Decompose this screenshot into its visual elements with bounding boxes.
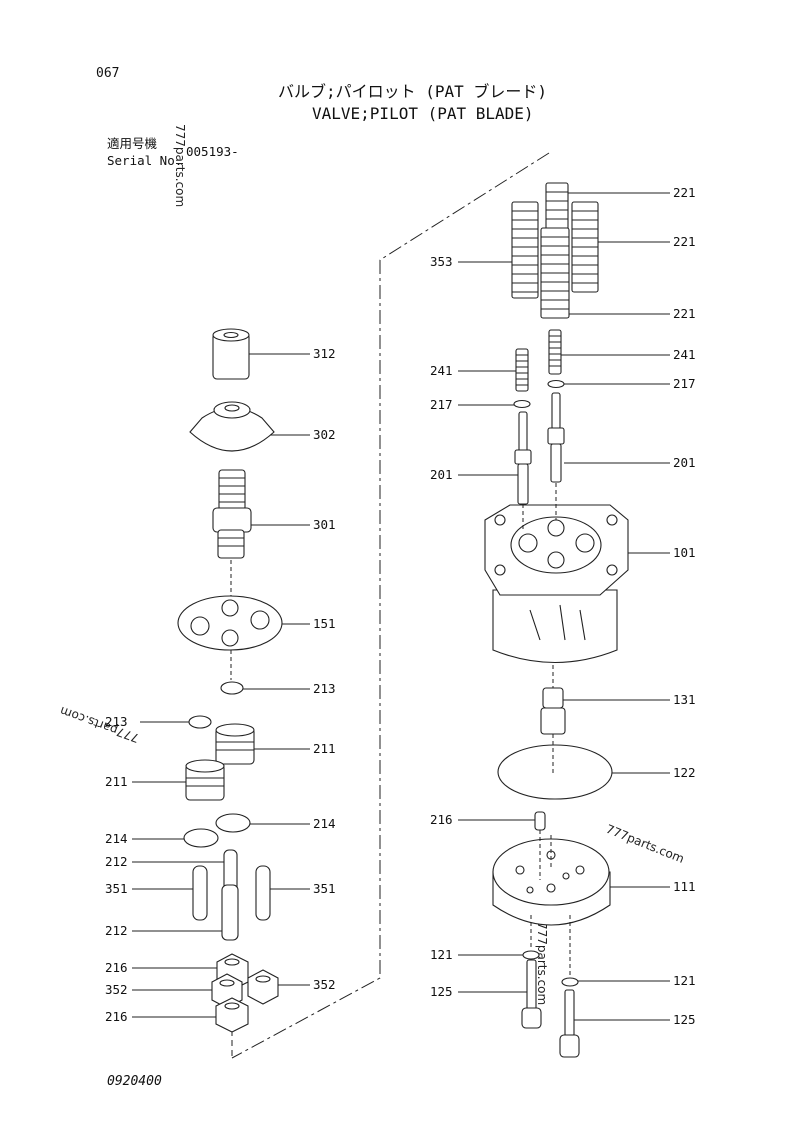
joint-301	[212, 469, 252, 559]
callout-216: 216	[105, 960, 128, 975]
callout-302: 302	[313, 427, 336, 442]
callout-213: 213	[105, 714, 128, 729]
watermark: 777parts.com	[58, 704, 141, 746]
assembly-boundary-line	[231, 152, 550, 1059]
applicable-label-jp: 適用号機	[107, 136, 158, 151]
callout-212: 212	[105, 923, 128, 938]
callout-216: 216	[430, 812, 453, 827]
callout-217: 217	[673, 376, 696, 391]
plug-211-upper	[215, 723, 255, 765]
pin-216-right	[534, 811, 546, 831]
callout-352: 352	[105, 982, 128, 997]
callout-352: 352	[313, 977, 336, 992]
plate-151	[177, 595, 283, 651]
washer-217-left	[513, 399, 531, 409]
watermark: 777parts.com	[535, 922, 549, 1005]
spring-241-right	[548, 329, 562, 375]
callout-211: 211	[105, 774, 128, 789]
bolt-125-left	[521, 959, 542, 1029]
page-number: 067	[96, 66, 119, 81]
callout-353: 353	[430, 254, 453, 269]
callout-labels: 221 221 221 353 312 241 241 217 217 302 …	[105, 185, 696, 1027]
callout-101: 101	[673, 545, 696, 560]
bolt-125-right	[559, 989, 580, 1058]
leader-lines	[132, 192, 670, 1021]
spool-201-left	[514, 411, 532, 505]
callout-211: 211	[313, 741, 336, 756]
title-japanese: バルブ;パイロット (PAT ブレード)	[278, 82, 547, 101]
callout-212: 212	[105, 854, 128, 869]
watermark: 777parts.com	[173, 124, 187, 207]
callout-111: 111	[673, 879, 696, 894]
callout-201: 201	[430, 467, 453, 482]
callout-351: 351	[105, 881, 128, 896]
o-ring-214-lower	[183, 828, 219, 848]
pin-351-left	[192, 865, 208, 921]
washer-121-right	[561, 977, 579, 987]
spring-221-front	[540, 227, 570, 319]
callout-214: 214	[313, 816, 336, 831]
callout-217: 217	[430, 397, 453, 412]
callout-241: 241	[673, 347, 696, 362]
nut-312	[212, 328, 250, 380]
disc-302	[189, 401, 275, 452]
callout-121: 121	[673, 973, 696, 988]
callout-216: 216	[105, 1009, 128, 1024]
callout-131: 131	[673, 692, 696, 707]
pin-351-right	[255, 865, 271, 921]
callout-201: 201	[673, 455, 696, 470]
pin-212-lower	[221, 884, 239, 941]
callout-122: 122	[673, 765, 696, 780]
washer-121-left	[522, 950, 540, 960]
o-ring-214-upper	[215, 813, 251, 833]
serial-label: Serial No.	[107, 153, 182, 168]
callout-214: 214	[105, 831, 128, 846]
callout-125: 125	[673, 1012, 696, 1027]
drawing-code: 0920400	[107, 1074, 162, 1089]
nut-352-right	[247, 969, 279, 1005]
callout-121: 121	[430, 947, 453, 962]
callout-213: 213	[313, 681, 336, 696]
spring-353	[511, 201, 539, 299]
callout-221: 221	[673, 306, 696, 321]
callout-125: 125	[430, 984, 453, 999]
callout-221: 221	[673, 234, 696, 249]
joint-131	[540, 687, 566, 735]
callout-351: 351	[313, 881, 336, 896]
nut-216-lower	[215, 997, 249, 1033]
callout-301: 301	[313, 517, 336, 532]
plug-211-lower	[185, 759, 225, 801]
valve-casing-101	[484, 504, 629, 664]
spool-201-right	[547, 392, 565, 483]
o-ring-122	[497, 744, 613, 800]
seal-213-upper	[220, 681, 244, 695]
callout-312: 312	[313, 346, 336, 361]
watermark: 777parts.com	[604, 822, 686, 866]
title-english: VALVE;PILOT (PAT BLADE)	[312, 104, 534, 123]
spring-221-right	[571, 201, 599, 293]
serial-value: 005193-	[186, 144, 239, 159]
washer-217-right	[547, 379, 565, 389]
seal-213-lower	[188, 715, 212, 729]
spring-241-left	[515, 348, 529, 392]
plate-111	[492, 838, 611, 926]
callout-151: 151	[313, 616, 336, 631]
callout-221: 221	[673, 185, 696, 200]
callout-241: 241	[430, 363, 453, 378]
